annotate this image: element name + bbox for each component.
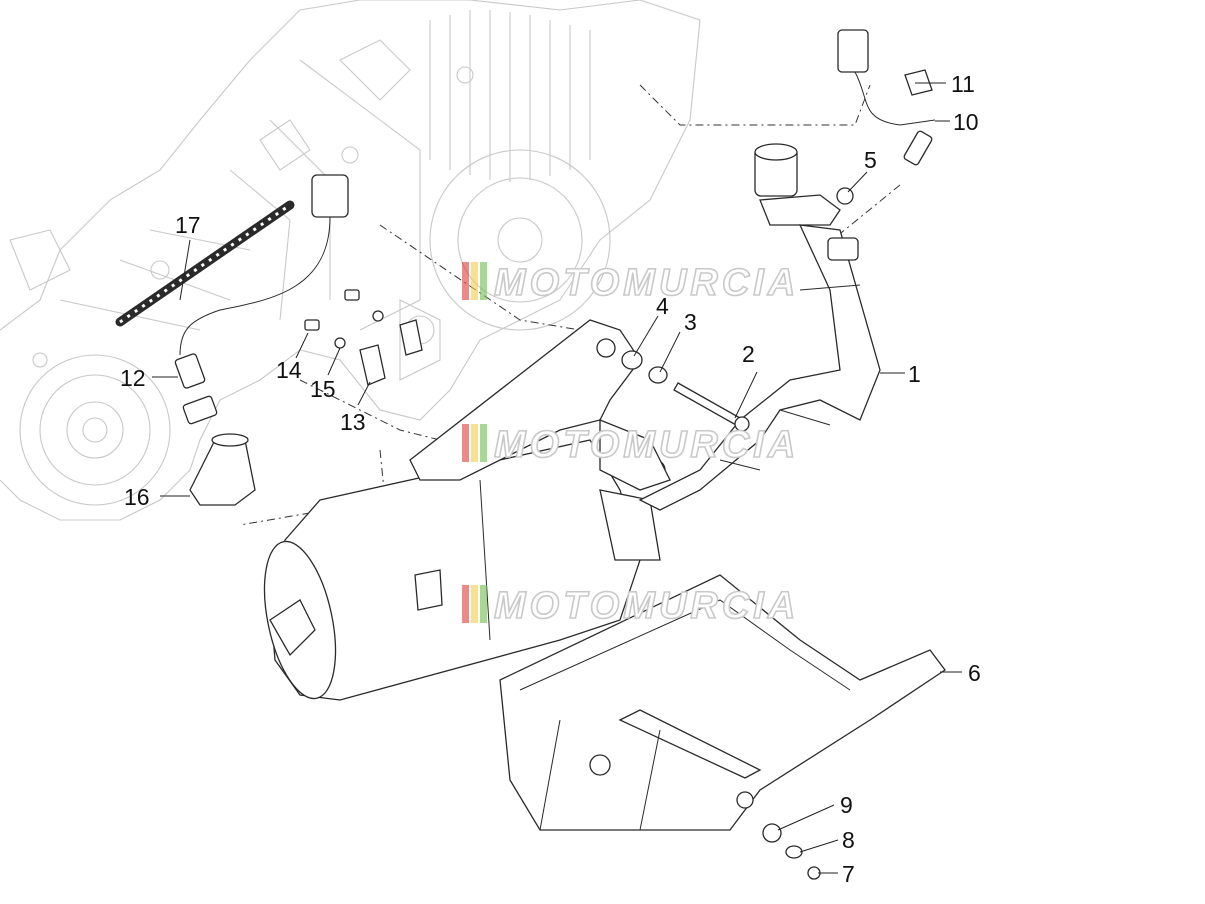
lambda-sensor-rear: [837, 29, 936, 166]
callout-17: 17: [175, 212, 201, 238]
leader-lines: [152, 82, 962, 874]
watermark-stripe-yellow: [471, 262, 478, 300]
callout-1: 1: [908, 361, 921, 387]
callout-14: 14: [276, 357, 302, 383]
watermark-stripe-red: [462, 424, 469, 462]
watermark-middle: MOTOMURCIA: [462, 423, 799, 467]
callout-16: 16: [124, 484, 150, 510]
heat-shield: [499, 574, 946, 831]
callout-5: 5: [864, 147, 877, 173]
watermark-stripe-green: [480, 424, 487, 462]
engine-ghost-outline: [0, 0, 701, 521]
callout-6: 6: [968, 660, 981, 686]
rubber-boot: [189, 433, 256, 506]
watermark: MOTOMURCIA MOTOMURCIA MOTOMURCIA: [462, 261, 799, 628]
callout-12: 12: [120, 365, 146, 391]
callout-2: 2: [742, 341, 755, 367]
watermark-stripe-yellow: [471, 424, 478, 462]
callout-11: 11: [951, 71, 975, 97]
watermark-stripe-red: [462, 585, 469, 623]
watermark-stripe-yellow: [471, 585, 478, 623]
exhaust-pipe: [638, 143, 881, 511]
callout-9: 9: [840, 792, 853, 818]
heat-sleeve: [115, 200, 295, 327]
lambda-sensor-front: [174, 174, 349, 425]
watermark-lower: MOTOMURCIA: [462, 584, 799, 628]
callout-15: 15: [310, 376, 336, 402]
clamp-hardware: [304, 289, 423, 386]
callout-7: 7: [842, 861, 855, 887]
watermark-stripe-red: [462, 262, 469, 300]
bolt-and-washers: [621, 187, 854, 432]
callout-labels: 1 2 3 4 5 6 7 8 9 10 11 12 13 14 15 16 1…: [120, 71, 981, 887]
callout-8: 8: [842, 827, 855, 853]
watermark-text: MOTOMURCIA: [494, 585, 799, 627]
watermark-text: MOTOMURCIA: [494, 262, 799, 304]
callout-10: 10: [953, 109, 979, 135]
callout-3: 3: [684, 309, 697, 335]
watermark-stripe-green: [480, 585, 487, 623]
watermark-stripe-green: [480, 262, 487, 300]
watermark-upper: MOTOMURCIA: [462, 261, 799, 305]
silencer: [263, 439, 661, 701]
callout-4: 4: [656, 293, 669, 319]
callout-13: 13: [340, 409, 366, 435]
watermark-text: MOTOMURCIA: [494, 424, 799, 466]
shield-fasteners: [762, 823, 821, 880]
